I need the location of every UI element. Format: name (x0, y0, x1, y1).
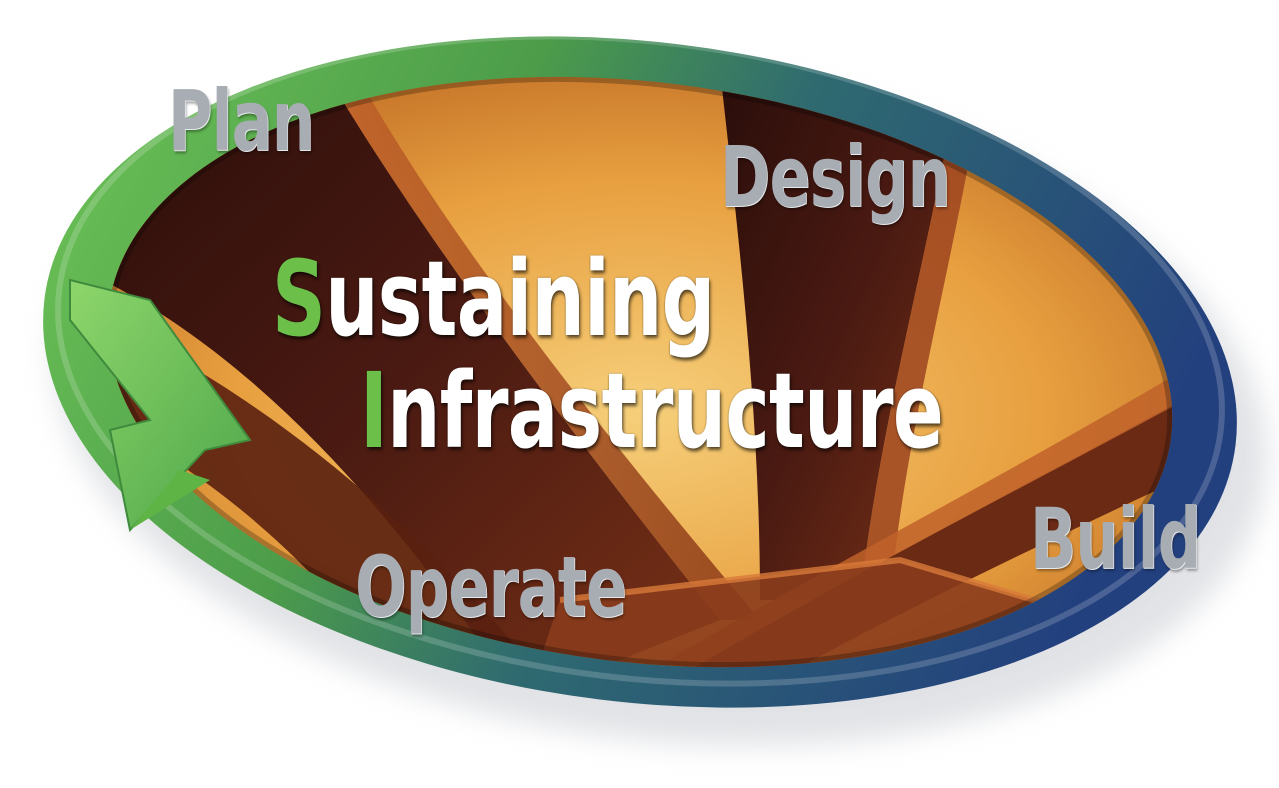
girder-left (73, 80, 720, 700)
girder-center-edge (860, 70, 985, 600)
girder-left-flange (330, 80, 760, 620)
phase-label-plan: Plan (168, 72, 315, 170)
title-line-sustaining: Sustaining (272, 238, 715, 360)
title-line-infrastructure: Infrastructure (360, 350, 944, 472)
phase-label-build: Build (1030, 490, 1201, 588)
phase-label-operate: Operate (355, 538, 627, 636)
title-rest-infrastructure: nfrastructure (387, 350, 944, 472)
girder-center (720, 70, 960, 600)
title-rest-sustaining: ustaining (325, 238, 715, 360)
cycle-arrow-tail (130, 470, 210, 530)
title-initial-i: I (360, 350, 388, 472)
phase-label-design: Design (720, 128, 951, 226)
ring-highlight (55, 33, 1225, 687)
bridge-deck-edge (559, 556, 1101, 623)
title-initial-s: S (272, 238, 326, 360)
